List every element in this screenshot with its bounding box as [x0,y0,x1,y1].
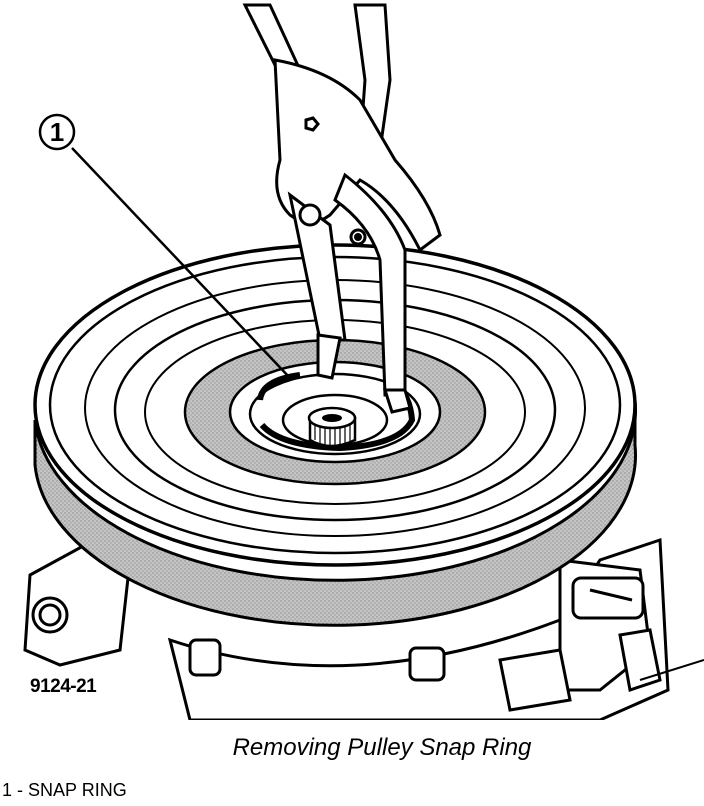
compressor-body [23,537,704,720]
callout-leader [71,147,291,379]
pulley [33,243,637,627]
snap-ring-pliers [242,3,442,414]
pulley-snap-ring-illustration: 1 [23,3,704,720]
figure-code: 9124-21 [30,676,97,697]
callout-1: 1 [38,113,76,151]
callout-1-number: 1 [50,117,64,147]
figure-caption: Removing Pulley Snap Ring [232,734,532,761]
legend-item-1: 1 - SNAP RING [2,780,127,800]
